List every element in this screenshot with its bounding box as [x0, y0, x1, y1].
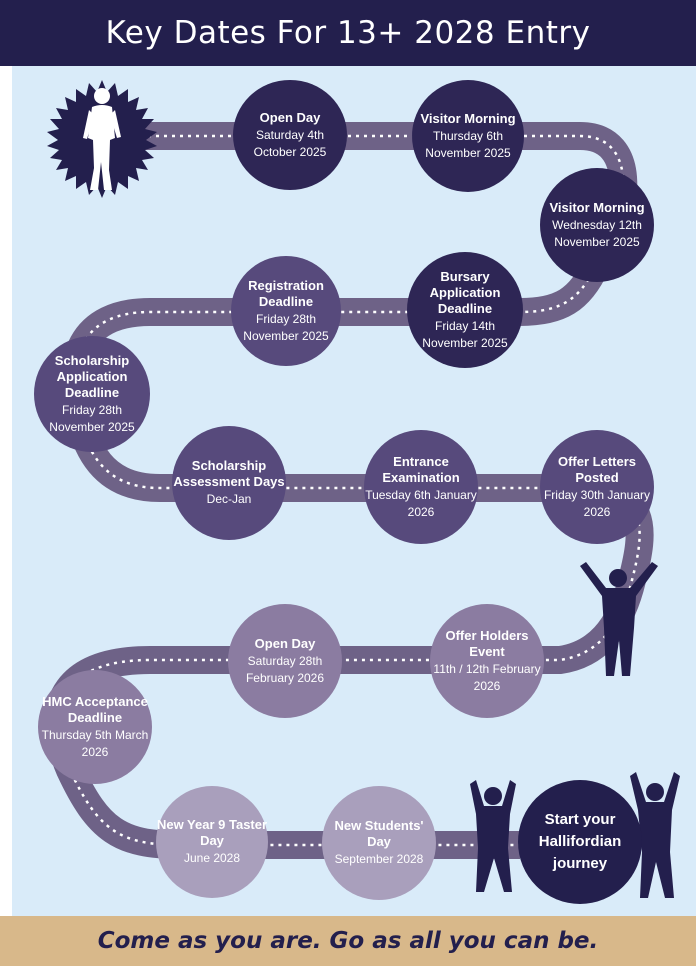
milestone-date: Dec-Jan: [206, 492, 252, 506]
final-title: Start your Hallifordian journey: [538, 811, 622, 872]
milestone-circle: HMC Acceptance Deadline Thursday 5th Mar…: [38, 670, 152, 784]
final-circle: Start your Hallifordian journey: [518, 780, 642, 904]
milestone-date: September 2028: [334, 852, 424, 866]
milestone-circle: New Year 9 Taster Day June 2028: [156, 786, 268, 898]
milestone-title: Entrance Examination: [382, 453, 460, 485]
milestone-title: Visitor Morning: [420, 110, 516, 126]
milestone-date: Friday 28th November 2025: [243, 311, 329, 343]
milestone-circle: New Students' Day September 2028: [322, 786, 436, 900]
milestone-date: Saturday 28th February 2026: [245, 653, 325, 685]
cheering-child-icon: [470, 772, 680, 898]
milestone-title: HMC Acceptance Deadline: [42, 693, 148, 725]
milestone-title: Visitor Morning: [549, 199, 645, 215]
milestone-title: Scholarship Application Deadline: [54, 352, 130, 400]
milestone-title: Bursary Application Deadline: [429, 268, 501, 316]
milestone-title: New Year 9 Taster Day: [156, 817, 268, 848]
walking-child-icon: [83, 88, 121, 190]
milestone-circle: Bursary Application Deadline Friday 14th…: [407, 252, 523, 368]
milestone-date: Friday 28th November 2025: [49, 402, 135, 434]
milestone-date: Saturday 4th October 2025: [253, 127, 327, 159]
milestone-date: Friday 30th January 2026: [543, 487, 651, 519]
milestone-title: Registration Deadline: [248, 277, 324, 309]
milestone-circle: Offer Letters Posted Friday 30th January…: [540, 430, 654, 544]
milestone-date: Friday 14th November 2025: [422, 318, 508, 350]
milestone-date: Thursday 6th November 2025: [425, 128, 511, 160]
milestone-date: Tuesday 6th January 2026: [365, 487, 477, 519]
milestone-date: 11th / 12th February 2026: [433, 661, 541, 693]
cheering-child-icon: [580, 562, 658, 676]
milestone-date: June 2028: [183, 851, 241, 865]
milestone-date: Thursday 5th March 2026: [41, 727, 149, 759]
milestone-date: Wednesday 12th November 2025: [552, 217, 642, 249]
milestone-circle: Offer Holders Event 11th / 12th February…: [430, 604, 544, 718]
page-title: Key Dates For 13+ 2028 Entry: [105, 15, 591, 51]
milestone-title: Offer Holders Event: [445, 627, 529, 659]
milestone-title: Open Day: [254, 635, 316, 651]
milestone-circle: Visitor Morning Wednesday 12th November …: [540, 168, 654, 282]
milestone-title: New Students' Day: [334, 818, 424, 849]
milestone-circle: Open Day Saturday 28th February 2026: [228, 604, 342, 718]
footer-banner: Come as you are. Go as all you can be.: [0, 916, 696, 966]
milestone-circle: Visitor Morning Thursday 6th November 20…: [412, 80, 524, 192]
milestone-circle: Scholarship Application Deadline Friday …: [34, 336, 150, 452]
milestone-circle: Scholarship Assessment Days Dec-Jan: [172, 426, 286, 540]
milestone-circle: Entrance Examination Tuesday 6th January…: [364, 430, 478, 544]
milestone-title: Scholarship Assessment Days: [173, 458, 285, 489]
page-header: Key Dates For 13+ 2028 Entry: [0, 0, 696, 66]
milestone-circle: Open Day Saturday 4th October 2025: [233, 80, 347, 190]
milestone-circle: Registration Deadline Friday 28th Novemb…: [231, 256, 341, 366]
milestone-title: Open Day: [259, 109, 321, 125]
footer-tagline: Come as you are. Go as all you can be.: [97, 928, 599, 954]
milestone-title: Offer Letters Posted: [557, 453, 637, 485]
